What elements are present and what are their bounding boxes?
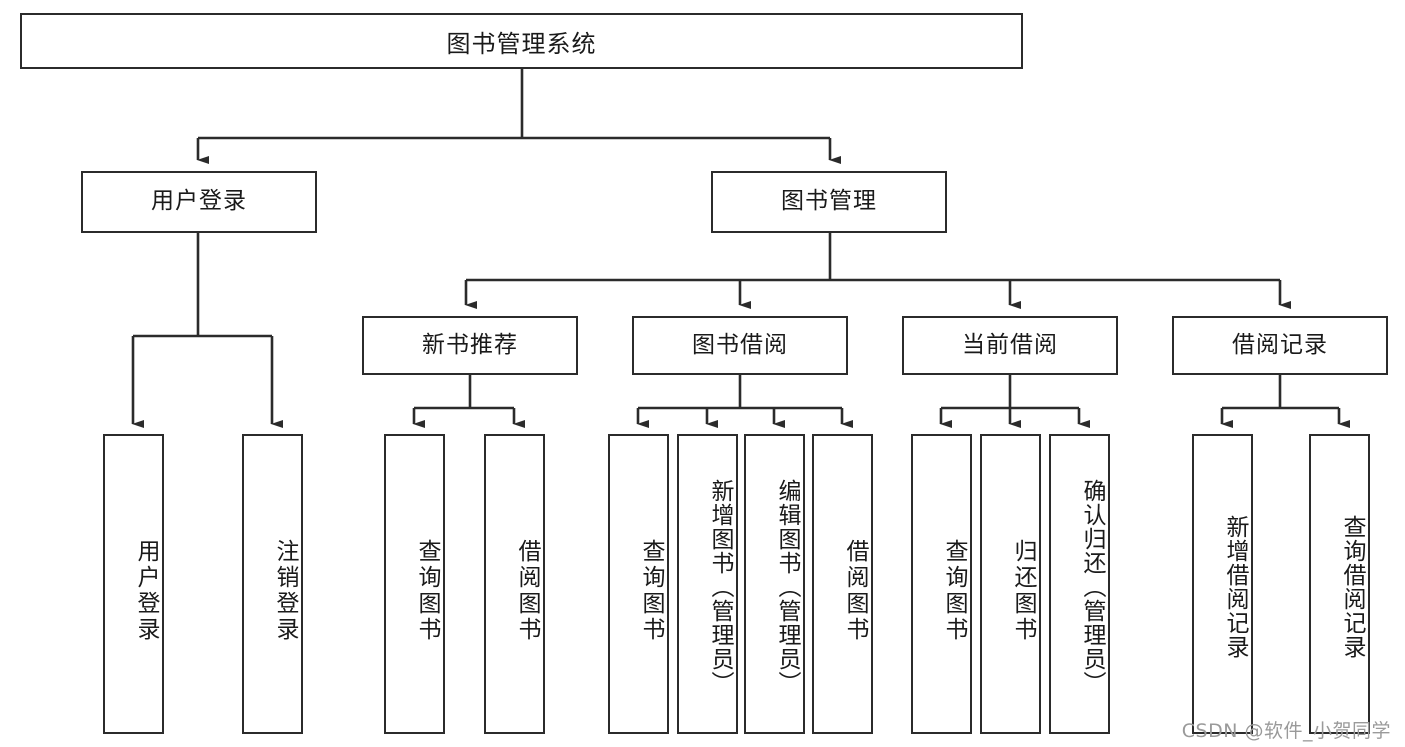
node-root-system[interactable]: 图书管理系统 <box>20 13 1023 69</box>
node-book-borrow[interactable]: 图书借阅 <box>632 316 848 375</box>
leaf-user-login-logout[interactable]: 注销登录 <box>242 434 303 734</box>
leaf-user-login-login[interactable]: 用户登录 <box>103 434 164 734</box>
leaf-borrow-add-book-admin[interactable]: 新增图书（管理员） <box>677 434 738 734</box>
node-current-borrow[interactable]: 当前借阅 <box>902 316 1118 375</box>
leaf-borrow-query-book[interactable]: 查询图书 <box>608 434 669 734</box>
leaf-current-query-book[interactable]: 查询图书 <box>911 434 972 734</box>
node-new-book-recommend[interactable]: 新书推荐 <box>362 316 578 375</box>
node-user-login[interactable]: 用户登录 <box>81 171 317 233</box>
leaf-record-add-record[interactable]: 新增借阅记录 <box>1192 434 1253 734</box>
leaf-record-query-record[interactable]: 查询借阅记录 <box>1309 434 1370 734</box>
leaf-borrow-edit-book-admin[interactable]: 编辑图书（管理员） <box>744 434 805 734</box>
node-book-management[interactable]: 图书管理 <box>711 171 947 233</box>
node-borrow-record[interactable]: 借阅记录 <box>1172 316 1388 375</box>
leaf-current-return-book[interactable]: 归还图书 <box>980 434 1041 734</box>
leaf-recommend-query-book[interactable]: 查询图书 <box>384 434 445 734</box>
leaf-recommend-borrow-book[interactable]: 借阅图书 <box>484 434 545 734</box>
watermark-text: CSDN @软件_小贺同学 <box>1181 720 1391 742</box>
leaf-current-confirm-return-admin[interactable]: 确认归还（管理员） <box>1049 434 1110 734</box>
leaf-borrow-borrow-book[interactable]: 借阅图书 <box>812 434 873 734</box>
